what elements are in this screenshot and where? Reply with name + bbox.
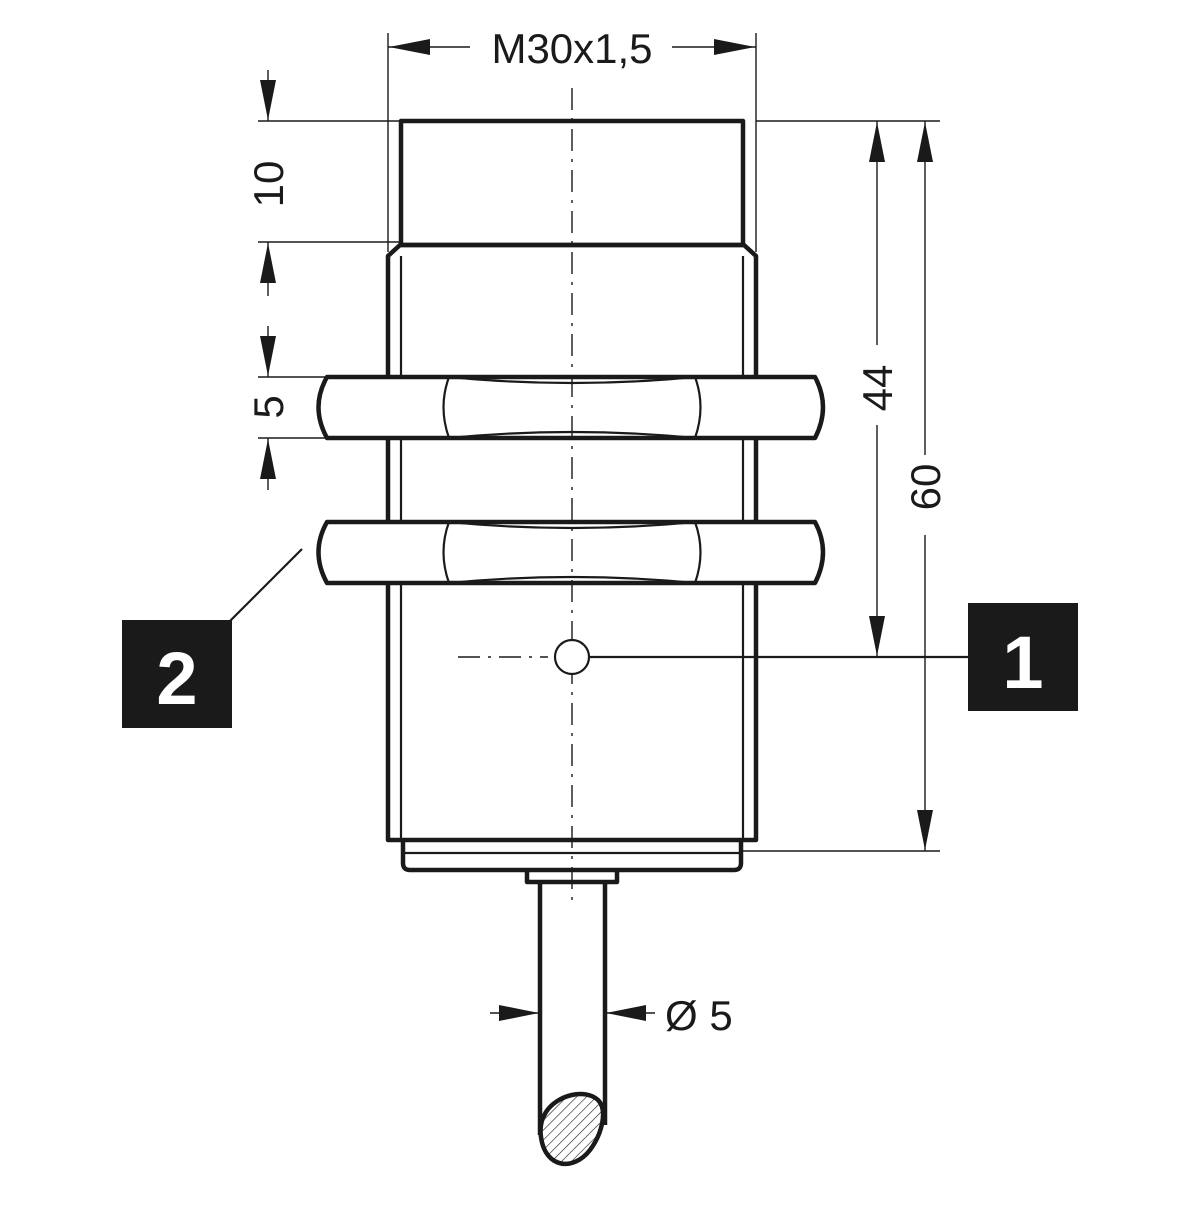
callout-2-label: 2 (156, 637, 197, 720)
callout-1-label: 1 (1002, 621, 1043, 704)
callout-1-box (968, 603, 1078, 711)
cable (537, 882, 608, 1167)
dimension-total-length-label: 60 (902, 464, 949, 511)
dimension-nut-thickness-label: 5 (245, 395, 292, 418)
mounting-nut-upper (316, 374, 826, 441)
callout-2: 2 (122, 548, 303, 728)
dimension-cable-diameter: Ø 5 (490, 992, 733, 1039)
dimension-thread: M30x1,5 (387, 25, 757, 252)
dimension-thread-label: M30x1,5 (491, 25, 652, 72)
mounting-nut-lower (316, 519, 826, 586)
cable-outline (537, 882, 608, 1135)
dimension-thread-length: 44 (854, 121, 901, 657)
callout-1: 1 (589, 603, 1078, 711)
dimension-thread-length-label: 44 (854, 365, 901, 412)
threaded-housing (385, 242, 759, 843)
callout-2-box (122, 620, 232, 728)
dimension-front-length-label: 10 (245, 161, 292, 208)
dimension-cable-diameter-label: Ø 5 (665, 992, 733, 1039)
reference-point-marker (553, 638, 591, 676)
cable-cut-section (538, 1091, 606, 1167)
dimension-total-length: 60 (902, 121, 949, 851)
dimension-nut-thickness: 5 (245, 326, 327, 490)
dimension-front-length: 10 (245, 70, 401, 296)
